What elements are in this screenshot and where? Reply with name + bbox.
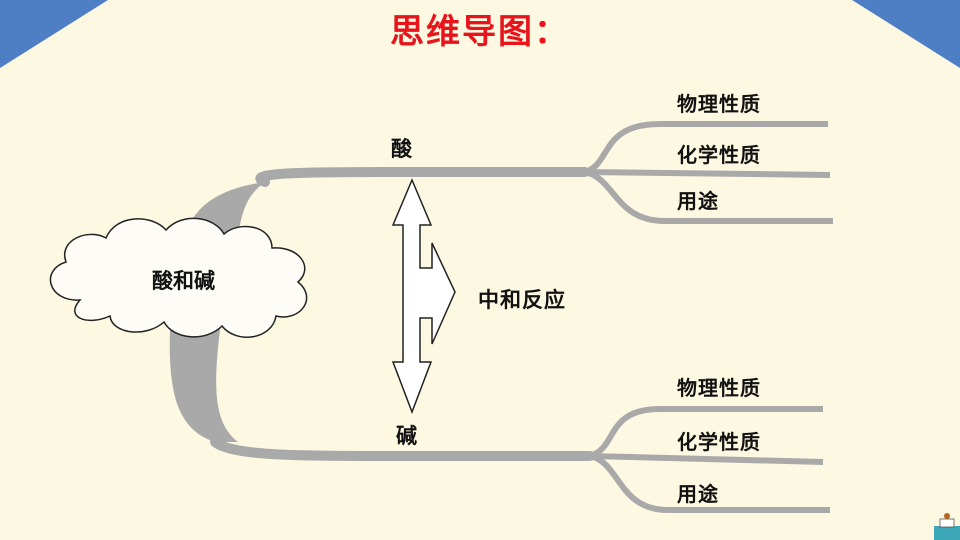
base-leaf-branch-1 [588,406,823,459]
base-leaf-branch-2 [589,453,824,465]
acid-leaf-branch-3 [584,169,833,224]
base-branch [210,437,595,461]
base-leaf-uses: 用途 [677,482,719,506]
base-leaf-branch-3 [589,453,830,513]
base-label: 碱 [396,424,417,448]
acid-label: 酸 [391,137,412,161]
base-leaf-chemical: 化学性质 [677,430,761,454]
center-node-label: 酸和碱 [152,269,215,293]
acid-leaf-branch-1 [583,121,828,175]
acid-branch [255,167,590,187]
page-title: 思维导图： [390,12,570,52]
corner-top-right [852,0,960,68]
cloud-node [49,217,308,338]
teacher-desk-icon [934,513,960,540]
corner-top-left [0,0,108,68]
base-leaf-physical: 物理性质 [677,376,761,400]
neutralization-arrow [391,178,456,415]
acid-leaf-uses: 用途 [677,189,719,213]
reaction-label: 中和反应 [478,288,566,312]
acid-leaf-chemical: 化学性质 [677,143,761,167]
acid-leaf-physical: 物理性质 [677,92,761,116]
acid-leaf-branch-2 [584,169,831,178]
